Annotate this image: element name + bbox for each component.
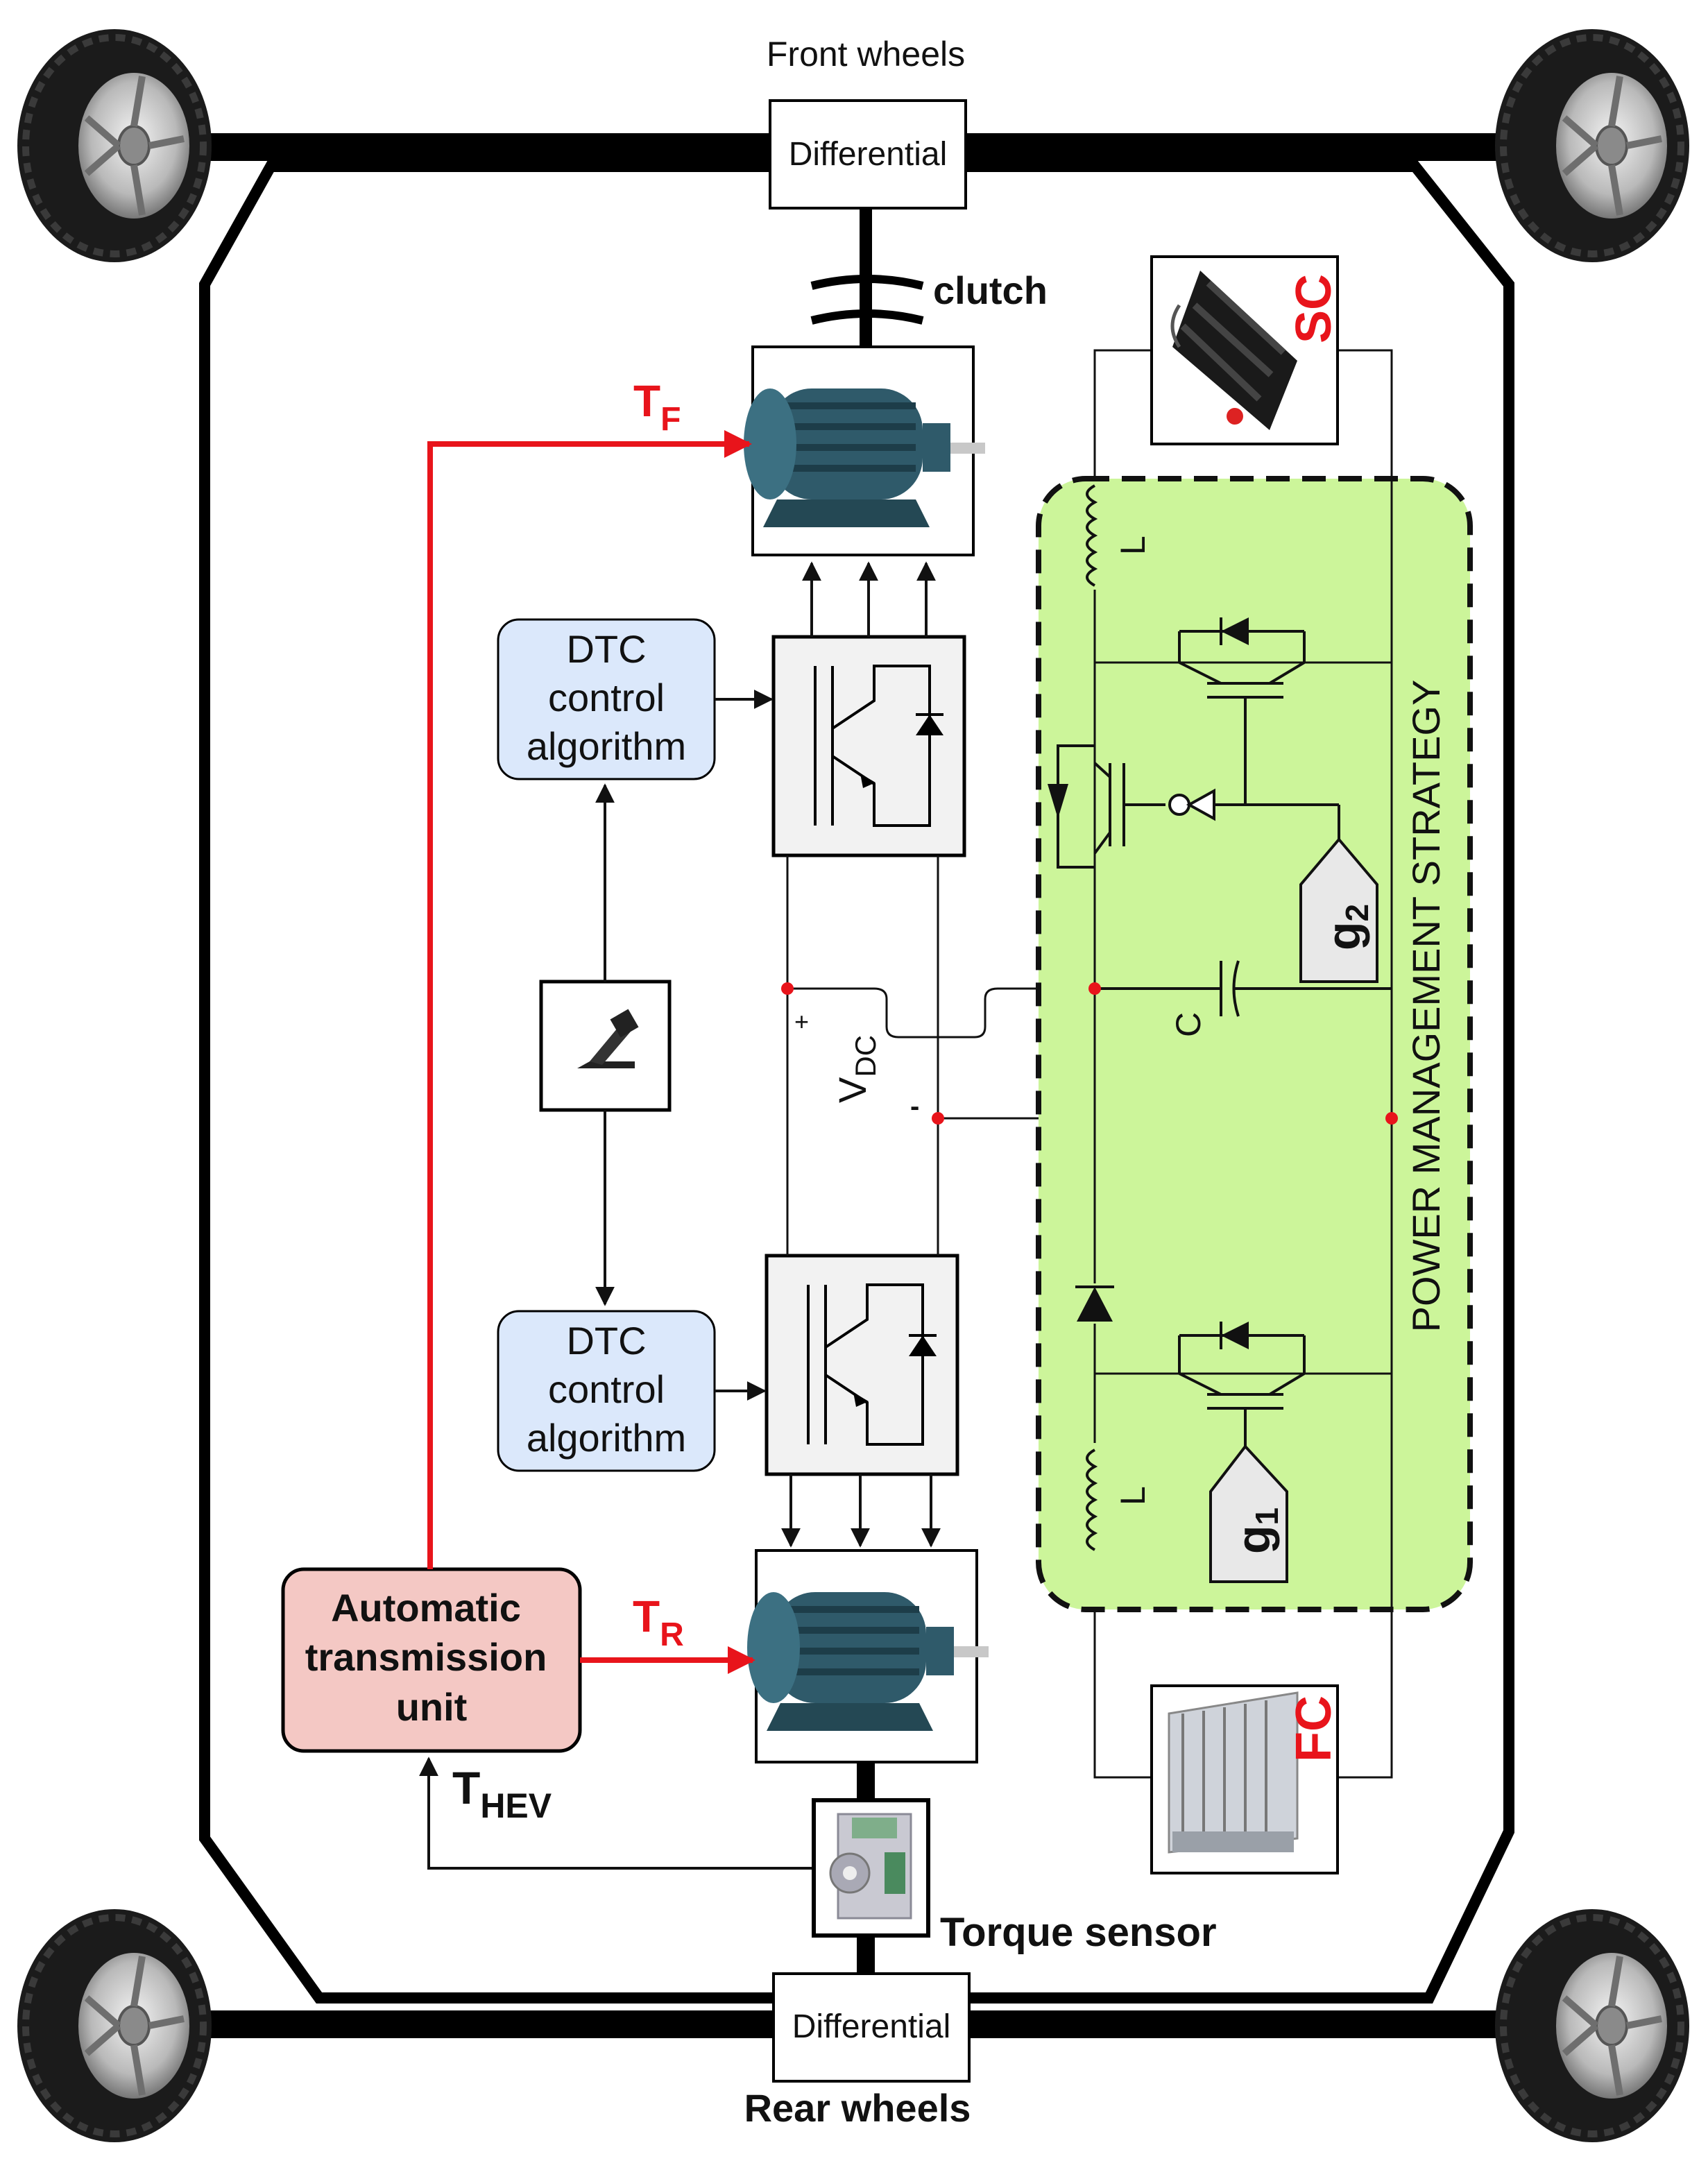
dtc-top-line3: algorithm (527, 724, 686, 768)
motor-icon (747, 1592, 989, 1731)
differential-front: Differential (769, 99, 967, 210)
front-motor (744, 345, 985, 556)
dtc-bottom-line3: algorithm (527, 1416, 686, 1460)
pedal-block (539, 980, 672, 1112)
junction-dots (781, 982, 1398, 1125)
dtc-bottom-line2: control (548, 1367, 665, 1411)
wheel-front-right (1495, 29, 1689, 262)
series-diode (1075, 1285, 1114, 1322)
converter-circuit (1093, 349, 1393, 1779)
phase-arrows-rear (781, 1474, 941, 1548)
fuel-cell: FC (1150, 1684, 1342, 1874)
clutch: clutch (810, 268, 1048, 325)
supercapacitor-icon (1170, 271, 1297, 430)
inductor-top-label: L (1113, 536, 1152, 555)
vdc-plus: + (794, 1007, 809, 1036)
front-wheels-label: Front wheels (767, 35, 965, 74)
inductor-bottom-label: L (1113, 1486, 1152, 1505)
sc-label: SC (1286, 274, 1342, 343)
rear-motor (747, 1549, 989, 1763)
atu-line2: transmission (305, 1635, 547, 1679)
clutch-label: clutch (933, 268, 1048, 312)
torque-sensor-icon (829, 1813, 912, 1920)
dtc-control-top: DTC control algorithm (497, 618, 716, 780)
fuel-cell-icon (1168, 1691, 1299, 1854)
dtc-bottom-line1: DTC (566, 1319, 646, 1362)
vdc-minus: - (910, 1091, 919, 1122)
wheel-front-left (17, 29, 212, 262)
motor-icon (744, 388, 985, 527)
dtc-top-line2: control (548, 676, 665, 719)
inductor-bottom: L (1086, 1449, 1152, 1551)
igbt-left (1057, 744, 1245, 869)
differential-rear: Differential (772, 1972, 971, 2083)
automatic-transmission-unit: Automatic transmission unit (281, 1567, 582, 1753)
wheel-rear-right (1495, 1909, 1689, 2142)
torque-sensor (812, 1798, 930, 1938)
gate-g1: g1 (1209, 1444, 1288, 1583)
tf-command-line (427, 430, 752, 1569)
thev-label: THEV (452, 1762, 552, 1825)
rear-inverter (765, 1254, 959, 1476)
dtc-top-line1: DTC (566, 627, 646, 671)
igbt-top-diode (1221, 617, 1249, 645)
pedal-icon (577, 1009, 639, 1068)
atu-line1: Automatic (331, 1586, 521, 1630)
differential-rear-label: Differential (792, 2008, 951, 2045)
capacitor-label: C (1169, 1012, 1208, 1037)
thev-feedback-line (419, 1757, 814, 1870)
atu-line3: unit (396, 1685, 468, 1729)
gate-g1-label: g1 (1227, 1507, 1285, 1554)
vdc-label: VDC (830, 1035, 882, 1103)
capacitor (1095, 960, 1392, 1017)
dtc-control-bottom: DTC control algorithm (497, 1310, 716, 1472)
gate-g2: g2 (1299, 837, 1378, 983)
inductor-top: L (1086, 484, 1152, 587)
power-management-strategy: POWER MANAGEMENT STRATEGY (1036, 476, 1473, 1612)
tf-label: TF (633, 376, 681, 438)
rear-wheels-label: Rear wheels (744, 2086, 971, 2130)
igbt-left-diode (1048, 784, 1068, 819)
tr-label: TR (633, 1591, 684, 1653)
supercapacitor: SC (1150, 255, 1342, 445)
front-inverter (771, 635, 966, 857)
gate-g2-label: g2 (1317, 904, 1375, 950)
igbt-bottom-diode (1221, 1322, 1249, 1349)
phase-arrows-front (802, 561, 936, 637)
chassis (111, 133, 1596, 2038)
strategy-label: POWER MANAGEMENT STRATEGY (1404, 680, 1448, 1333)
fc-label: FC (1286, 1695, 1342, 1762)
differential-front-label: Differential (789, 136, 948, 173)
torque-sensor-label: Torque sensor (940, 1910, 1217, 1955)
wheel-rear-left (17, 1909, 212, 2142)
